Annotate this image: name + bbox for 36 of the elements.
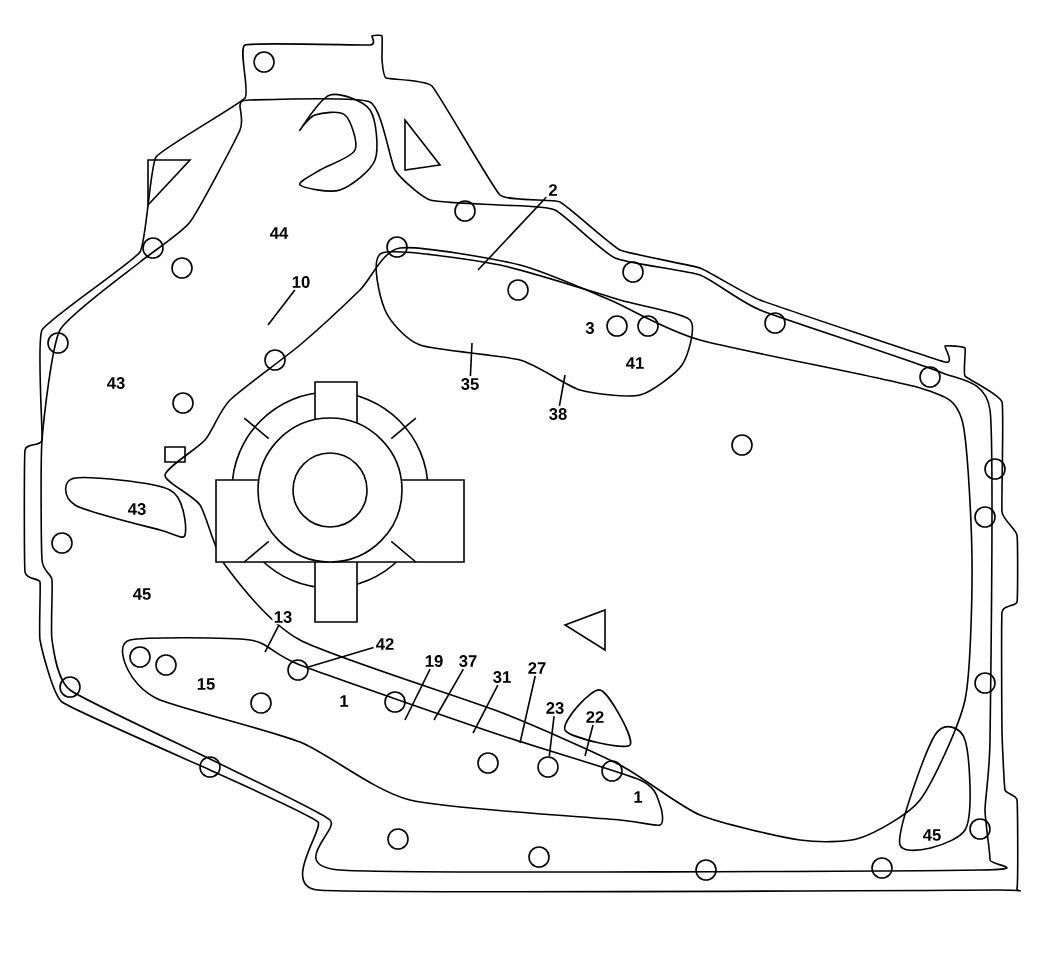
- callout-number: 3: [585, 322, 595, 334]
- callout-number: 13: [272, 609, 294, 625]
- leader-line: [469, 342, 473, 377]
- callout-number: 15: [197, 678, 215, 690]
- callout-number: 35: [459, 376, 481, 392]
- leader-line: [307, 646, 375, 668]
- callout-number: 2: [547, 182, 559, 198]
- leader-line: [472, 684, 499, 734]
- callout-number: 44: [270, 227, 289, 239]
- callout-number: 38: [547, 406, 569, 422]
- callout-number: 1: [634, 791, 643, 803]
- callout-number: 22: [584, 709, 606, 725]
- leader-line: [519, 675, 536, 744]
- callout-number: 45: [133, 588, 151, 600]
- callout-number: 1: [340, 695, 349, 707]
- leader-line: [548, 715, 555, 758]
- callout-number: 31: [491, 669, 513, 685]
- callout-number: 23: [544, 700, 566, 716]
- callout-number: 43: [107, 377, 125, 389]
- callout-number: 27: [526, 660, 548, 676]
- leader-line: [558, 374, 566, 407]
- callout-number: 37: [457, 653, 479, 669]
- leader-line: [433, 668, 465, 721]
- callout-number: 42: [374, 636, 396, 652]
- callout-number: 41: [626, 357, 644, 369]
- callout-number: 19: [423, 653, 445, 669]
- leader-line: [584, 724, 594, 757]
- bolt-hole: [287, 659, 309, 681]
- callout-number: 10: [290, 274, 312, 290]
- leader-line: [477, 196, 548, 271]
- callout-number: 45: [923, 829, 941, 841]
- callout-number: 43: [128, 503, 146, 515]
- bolt-hole: [537, 756, 559, 778]
- leader-line: [264, 624, 280, 653]
- leader-line: [404, 668, 431, 721]
- leader-line: [267, 289, 296, 326]
